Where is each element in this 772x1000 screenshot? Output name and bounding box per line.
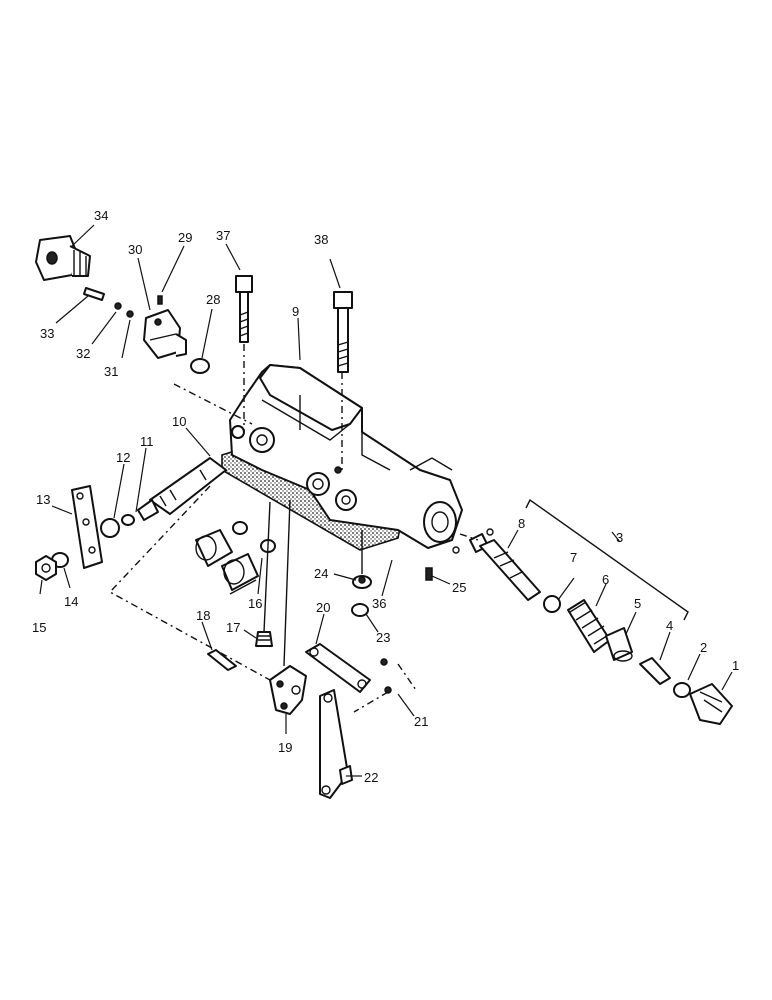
plug-16b — [221, 553, 259, 591]
label-36: 36 — [372, 596, 386, 611]
label-31: 31 — [104, 364, 118, 379]
clip-21b — [384, 686, 392, 694]
label-13: 13 — [36, 492, 50, 507]
plate-13 — [71, 485, 103, 569]
check-ball-24 — [352, 575, 372, 589]
label-37: 37 — [216, 228, 230, 243]
label-38: 38 — [314, 232, 328, 247]
label-20: 20 — [316, 600, 330, 615]
plunger-4 — [639, 657, 671, 685]
label-29: 29 — [178, 230, 192, 245]
group-3-bracket — [525, 498, 689, 621]
label-15: 15 — [32, 620, 46, 635]
link-20 — [305, 643, 371, 693]
lever-19 — [269, 665, 307, 715]
label-1: 1 — [732, 658, 739, 673]
plug-1 — [689, 683, 733, 725]
pin-25 — [425, 567, 433, 581]
label-19: 19 — [278, 740, 292, 755]
label-33: 33 — [40, 326, 54, 341]
screw-29 — [157, 295, 163, 305]
label-14: 14 — [64, 594, 78, 609]
plunger-10 — [137, 457, 227, 521]
washer-7 — [543, 595, 561, 613]
spring-31 — [126, 310, 134, 318]
fitting-17 — [255, 631, 273, 647]
label-28: 28 — [206, 292, 220, 307]
o-ring-11 — [121, 514, 135, 526]
label-23: 23 — [376, 630, 390, 645]
label-24: 24 — [314, 566, 328, 581]
cup-5 — [605, 627, 633, 662]
centerlines — [108, 344, 479, 713]
label-16: 16 — [248, 596, 262, 611]
valve-cover — [259, 364, 363, 431]
seal-12 — [100, 518, 120, 538]
label-17: 17 — [226, 620, 240, 635]
label-22: 22 — [364, 770, 378, 785]
label-11: 11 — [140, 434, 154, 449]
label-12: 12 — [116, 450, 130, 465]
label-6: 6 — [602, 572, 609, 587]
ball-32 — [114, 302, 122, 310]
bolt-37 — [235, 275, 253, 343]
label-2: 2 — [700, 640, 707, 655]
plug-16a — [195, 529, 233, 567]
bolt-38 — [333, 291, 353, 373]
pin-33 — [83, 287, 105, 301]
label-4: 4 — [666, 618, 673, 633]
leader-lines — [39, 224, 733, 777]
port-left — [249, 427, 275, 453]
part-labels: 1 2 3 4 5 6 7 8 9 10 11 12 13 14 15 16 1… — [32, 208, 739, 785]
label-3: 3 — [616, 530, 623, 545]
spring-6 — [567, 599, 611, 653]
pin-18 — [207, 649, 237, 671]
valve-body-assembly — [221, 364, 463, 551]
label-21: 21 — [414, 714, 428, 729]
o-ring-16a — [232, 521, 248, 535]
port-right — [335, 489, 357, 511]
label-34: 34 — [94, 208, 108, 223]
label-7: 7 — [570, 550, 577, 565]
bore-end — [423, 501, 457, 543]
label-18: 18 — [196, 608, 210, 623]
pressure-switch-34 — [35, 235, 91, 281]
nut-15 — [35, 555, 57, 581]
arm-22 — [319, 689, 353, 799]
spool-8 — [452, 528, 541, 601]
fitting-30 — [143, 309, 187, 359]
label-5: 5 — [634, 596, 641, 611]
label-10: 10 — [172, 414, 186, 429]
o-ring-28 — [190, 358, 210, 374]
label-25: 25 — [452, 580, 466, 595]
o-ring-23 — [351, 603, 369, 617]
label-9: 9 — [292, 304, 299, 319]
clip-21a — [380, 658, 388, 666]
label-32: 32 — [76, 346, 90, 361]
o-ring-2 — [673, 682, 691, 698]
label-8: 8 — [518, 516, 525, 531]
label-30: 30 — [128, 242, 142, 257]
port-mid — [306, 472, 330, 496]
